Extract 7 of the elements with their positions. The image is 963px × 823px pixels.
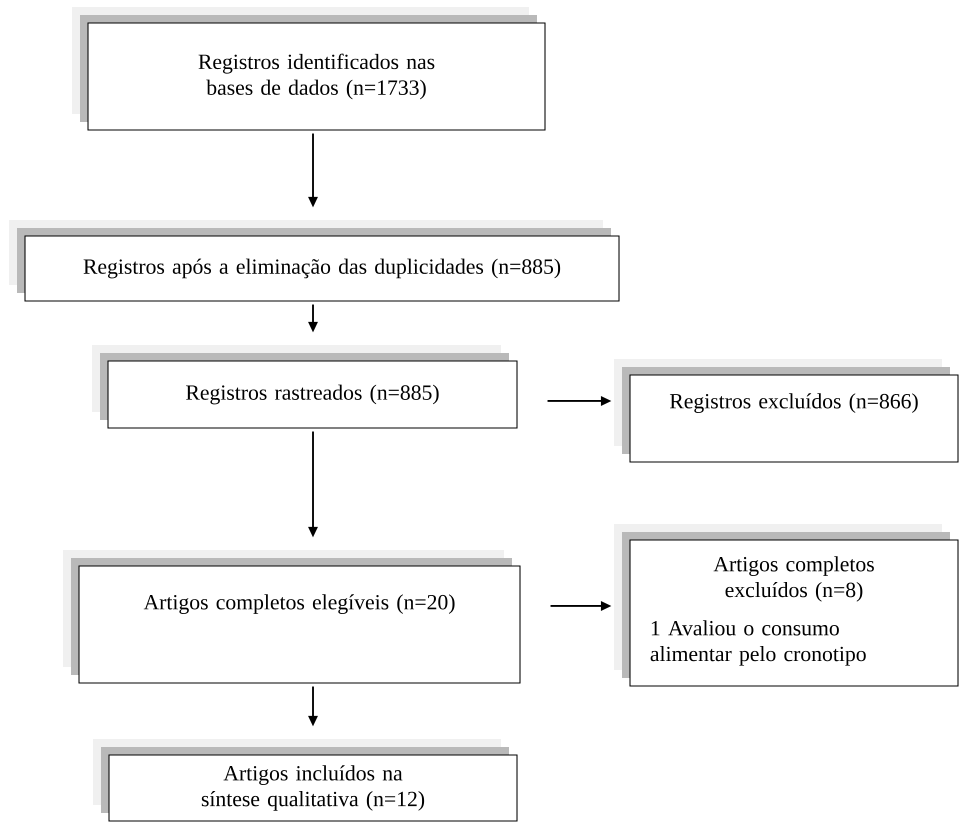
process-box: Artigos completos elegíveis (n=20) — [63, 550, 521, 684]
process-box: Registros identificados nas bases de dados (n=1733) — [72, 7, 546, 131]
process-box: Artigos completos excluídos (n=8) 1 Avaliou o consumo alimentar pelo cronotipo — [614, 524, 959, 687]
process-box: Registros excluídos (n=866) — [614, 359, 959, 463]
process-box: Registros rastreados (n=885) — [92, 345, 518, 429]
process-box: Artigos incluídos na síntese qualitativa (n=12) — [93, 739, 518, 822]
process-box: Registros após a eliminação das duplicidades (n=885) — [9, 220, 620, 302]
